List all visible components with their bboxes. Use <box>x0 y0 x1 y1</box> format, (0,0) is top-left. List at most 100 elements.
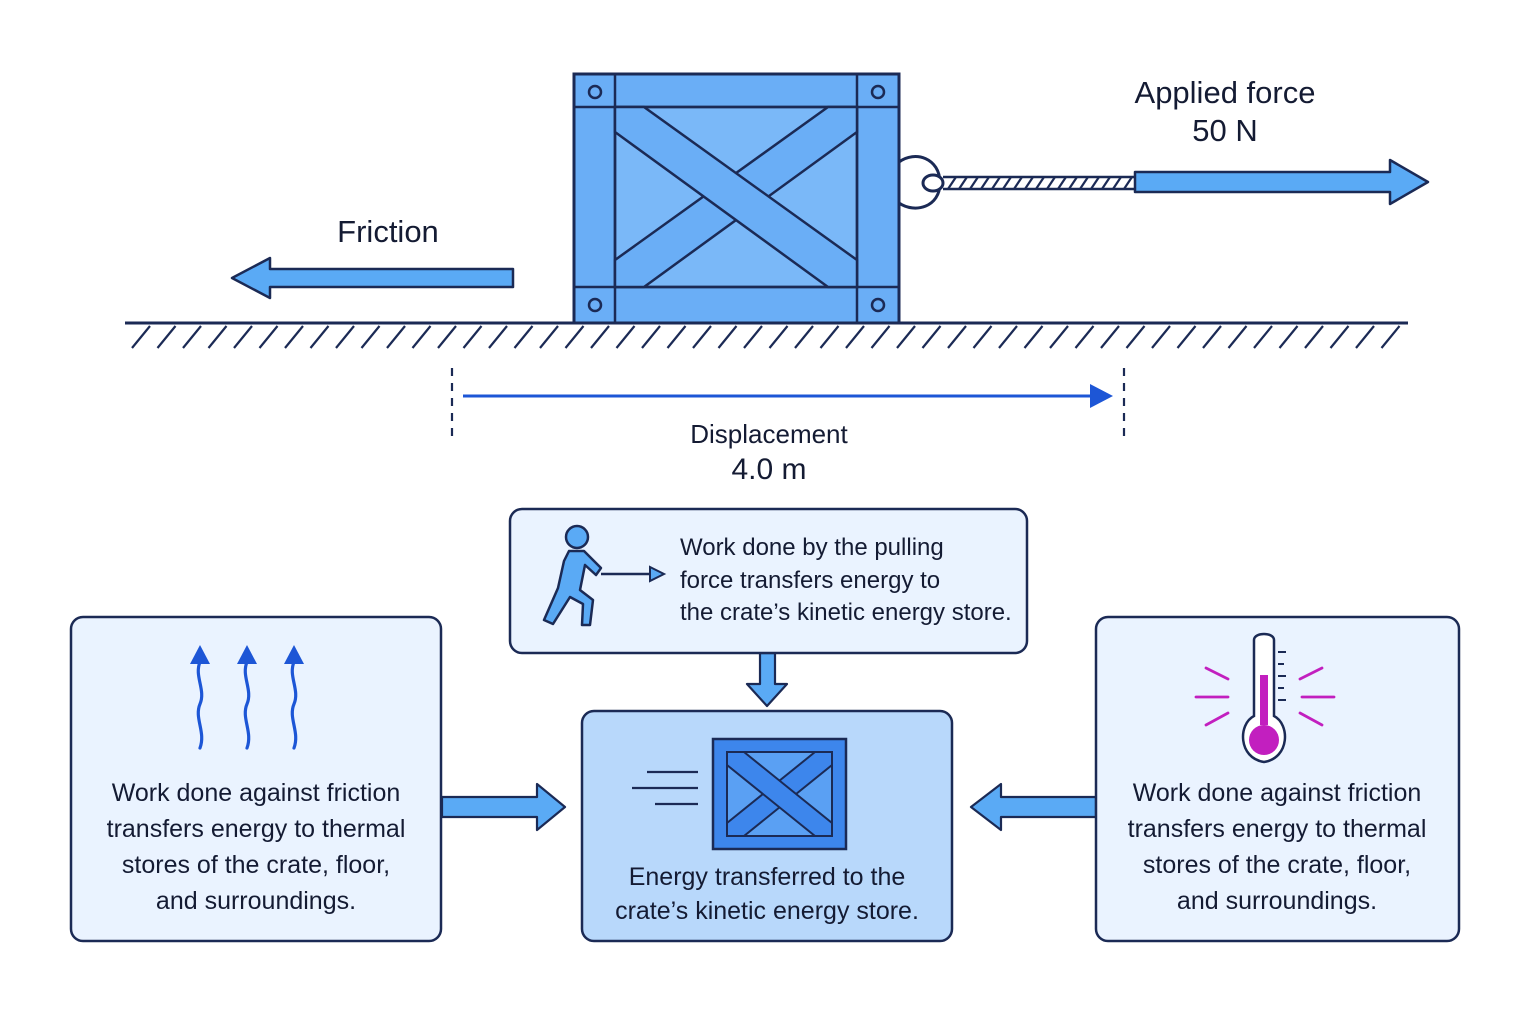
ground-hatch-line <box>794 325 814 349</box>
ground-hatch-line <box>488 325 508 349</box>
applied-force-arrow <box>1133 158 1430 206</box>
ground-hatch-line <box>131 325 151 349</box>
pulling-box <box>508 507 1029 655</box>
displacement-title: Displacement <box>690 419 848 449</box>
rope <box>898 155 1135 210</box>
ground-hatch-line <box>972 325 993 349</box>
thermal-right-line: Work done against friction <box>1132 779 1422 807</box>
ground-hatch-line <box>896 325 916 349</box>
ground-hatch-line <box>284 325 304 349</box>
ground-hatch-line <box>233 325 253 349</box>
thermal-left-text: Work done against friction transfers ene… <box>76 775 436 919</box>
left-arrow <box>969 782 1098 832</box>
ground-hatch-line <box>360 325 381 349</box>
moving-crate-icon <box>632 737 848 851</box>
ground-hatch-line <box>1176 325 1197 349</box>
pulling-line: Work done by the pulling <box>680 534 944 561</box>
kinetic-box-text: Energy transferred to the crate’s kineti… <box>585 860 949 928</box>
ground-hatch-line <box>845 325 865 349</box>
ground-hatch-line <box>743 325 763 349</box>
applied-force-label: Applied force 50 N <box>1080 74 1370 150</box>
ground-hatch-line <box>1304 325 1324 349</box>
rope-twist-line <box>1101 176 1111 190</box>
rope-twist-line <box>1090 176 1100 190</box>
friction-title: Friction <box>337 214 439 249</box>
pulling-box-text: Work done by the pulling force transfers… <box>680 532 1025 630</box>
rope-twist-line <box>1068 176 1078 190</box>
heat-waves-icon <box>190 645 304 750</box>
ground-hatch-line <box>1278 325 1299 349</box>
ground-hatch-line <box>1125 325 1146 349</box>
thermometer-icon <box>1194 632 1336 764</box>
ground-hatch-line <box>1227 325 1248 349</box>
rope-twist-line <box>1002 176 1012 190</box>
thermal-left-line: transfers energy to thermal <box>106 815 406 843</box>
ground-hatch-line <box>437 325 457 349</box>
rope-twist-line <box>980 176 990 190</box>
rope-twist-line <box>1057 176 1067 190</box>
ground-hatch-line <box>1049 325 1069 349</box>
thermal-left-line: stores of the crate, floor, <box>121 851 391 879</box>
ground-hatch-line <box>998 325 1018 349</box>
displacement-label: Displacement 4.0 m <box>628 416 910 488</box>
ground-hatch-line <box>921 325 942 349</box>
ground-hatch-line <box>1100 325 1120 349</box>
ground-hatch-line <box>462 325 483 349</box>
rope-twist-line <box>991 176 1001 190</box>
ground-hatch-line <box>641 325 661 349</box>
applied-force-value: 50 N <box>1192 113 1258 148</box>
rope-twist-line <box>1079 176 1089 190</box>
right-arrow <box>440 782 567 832</box>
applied-force-title: Applied force <box>1134 75 1316 110</box>
rope-twist-line <box>969 176 979 190</box>
ground-hatch-line <box>156 325 177 349</box>
person-pulling-icon <box>542 524 667 627</box>
ground-hatch-line <box>819 325 840 349</box>
ground-hatch-line <box>1151 325 1171 349</box>
crate <box>572 72 901 325</box>
ground-hatch-line <box>564 325 585 349</box>
ground-hatch-line <box>207 325 228 349</box>
ground-hatch-line <box>666 325 687 349</box>
thermal-right-line: and surroundings. <box>1176 887 1378 915</box>
ground-hatch-line <box>717 325 738 349</box>
rope-twist-line <box>1013 176 1023 190</box>
ground-hatch-line <box>947 325 967 349</box>
ground-hatch-line <box>258 325 279 349</box>
rope-twist-line <box>1123 176 1133 190</box>
thermal-left-line: and surroundings. <box>155 887 357 915</box>
rope-twist-line <box>1112 176 1122 190</box>
ground-hatch-line <box>411 325 432 349</box>
ground-hatch-line <box>1253 325 1273 349</box>
ground-hatch-line <box>1074 325 1095 349</box>
rope-twist-line <box>1035 176 1045 190</box>
friction-arrow <box>230 256 515 300</box>
ground-hatch-line <box>768 325 789 349</box>
rope-twist-line <box>947 176 957 190</box>
pulling-line: the crate’s kinetic energy store. <box>680 599 1012 626</box>
pulling-line: force transfers energy to <box>680 566 941 594</box>
ground <box>125 321 1408 349</box>
thermal-right-line: stores of the crate, floor, <box>1142 851 1412 879</box>
ground-hatch-line <box>309 325 330 349</box>
down-arrow <box>745 651 789 708</box>
ground-hatch-line <box>1023 325 1044 349</box>
displacement-value: 4.0 m <box>731 453 807 486</box>
friction-label: Friction <box>300 213 476 251</box>
ground-hatch-line <box>182 325 202 349</box>
ground-hatch-line <box>1329 325 1350 349</box>
thermal-right-text: Work done against friction transfers ene… <box>1098 775 1456 919</box>
rope-twist-line <box>1024 176 1034 190</box>
ground-hatch-line <box>386 325 406 349</box>
ground-hatch-line <box>335 325 355 349</box>
kinetic-line: crate’s kinetic energy store. <box>615 897 919 925</box>
ground-hatch-line <box>870 325 891 349</box>
thermal-left-line: Work done against friction <box>111 779 401 807</box>
displacement-arrow <box>450 368 1126 438</box>
ground-hatch-line <box>539 325 559 349</box>
thermal-box-left <box>69 615 443 943</box>
ground-hatch-line <box>590 325 610 349</box>
ground-hatch-line <box>1355 325 1375 349</box>
thermal-right-line: transfers energy to thermal <box>1127 815 1427 843</box>
